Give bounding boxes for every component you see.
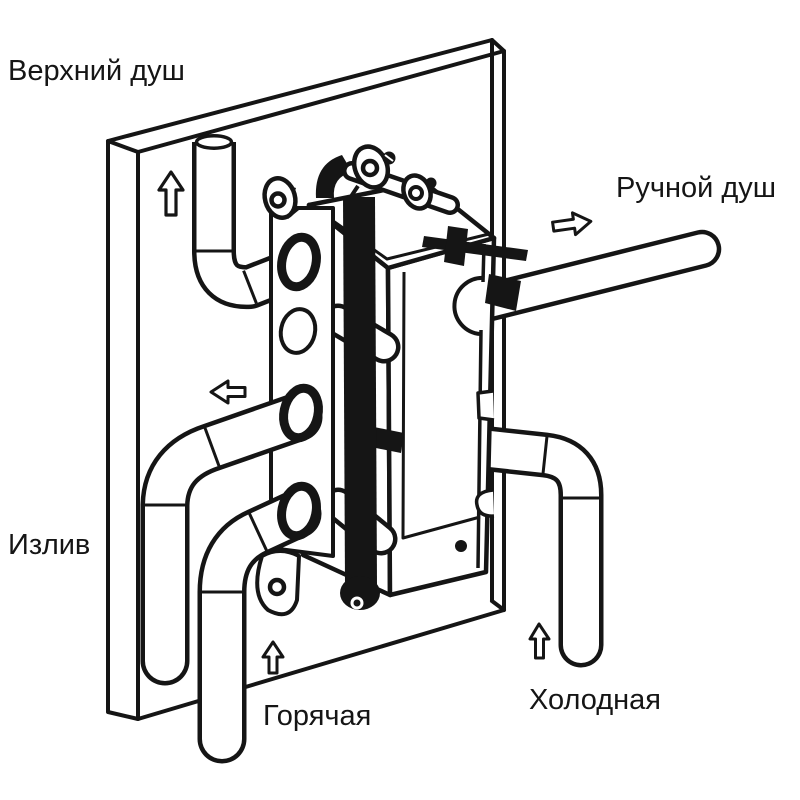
up-arrow-icon xyxy=(157,170,185,217)
up-arrow-cold-icon xyxy=(528,622,551,660)
label-hand-shower: Ручной душ xyxy=(616,172,777,204)
blank-oval xyxy=(278,307,318,355)
port-ring-hot xyxy=(277,481,321,541)
right-arrow-icon xyxy=(551,211,593,237)
port-ring-upper xyxy=(277,232,321,292)
flow-arrows xyxy=(209,211,593,675)
mounting-strap xyxy=(340,197,380,610)
ports-column xyxy=(255,206,335,617)
top-mounting-bracket xyxy=(262,144,460,220)
label-cold: Холодная xyxy=(529,684,662,716)
up-arrow-hot-icon xyxy=(261,640,285,675)
upper-shower-pipe xyxy=(192,134,299,310)
cold-water-pipe xyxy=(467,426,604,668)
hot-water-pipe xyxy=(197,489,322,764)
hand-shower-pipe xyxy=(473,229,722,324)
port-ring-spout xyxy=(279,383,323,443)
port-rings xyxy=(277,232,323,541)
label-hot: Горячая xyxy=(263,700,372,732)
left-arrow-icon xyxy=(209,379,247,405)
label-upper-shower: Верхний душ xyxy=(8,55,185,87)
spout-pipe xyxy=(140,392,323,686)
label-spout: Излив xyxy=(8,529,91,561)
